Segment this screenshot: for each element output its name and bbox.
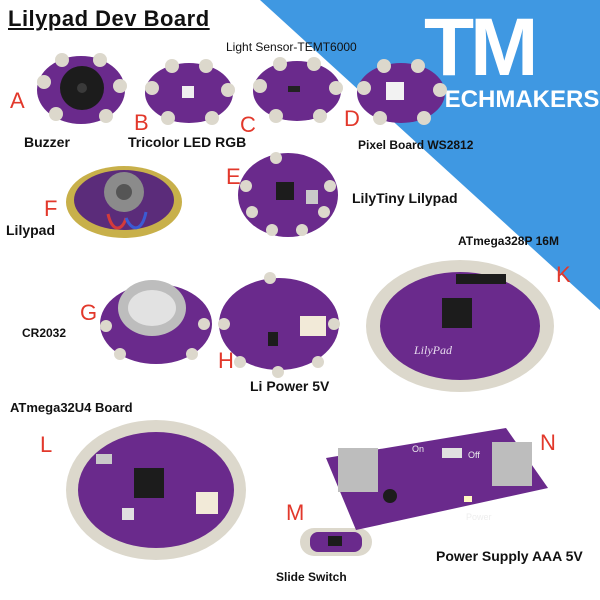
light-sensor-board bbox=[253, 57, 343, 123]
label-cr2032: CR2032 bbox=[22, 326, 67, 340]
label-li-power: Li Power 5V bbox=[250, 378, 330, 394]
label-letter-g: G bbox=[80, 300, 98, 325]
cr2032-board bbox=[100, 280, 212, 364]
label-slide-switch: Slide Switch bbox=[276, 570, 347, 584]
brand-logo-mark: TM bbox=[424, 2, 538, 93]
label-atmega328p: ATmega328P 16M bbox=[458, 234, 559, 248]
li-power-board bbox=[218, 272, 340, 378]
lilypad-silkscreen: LilyPad bbox=[413, 343, 453, 357]
pixel-board bbox=[357, 59, 447, 125]
label-lilytiny: LilyTiny Lilypad bbox=[352, 190, 458, 206]
label-letter-h: H bbox=[218, 348, 234, 373]
off-silkscreen: Off bbox=[468, 450, 480, 460]
slide-switch-board bbox=[300, 528, 372, 556]
atmega32u4-board bbox=[66, 420, 246, 560]
label-atmega32u4: ATmega32U4 Board bbox=[10, 400, 133, 415]
label-letter-m: M bbox=[286, 500, 305, 525]
label-letter-c: C bbox=[240, 112, 256, 137]
power-silkscreen: Power bbox=[466, 512, 492, 522]
label-power-supply: Power Supply AAA 5V bbox=[436, 548, 583, 564]
label-tricolor-led: Tricolor LED RGB bbox=[128, 134, 247, 150]
label-buzzer: Buzzer bbox=[24, 134, 70, 150]
label-letter-a: A bbox=[10, 88, 25, 113]
lilytiny-board bbox=[238, 152, 338, 237]
atmega328p-board: LilyPad bbox=[366, 260, 554, 392]
label-letter-e: E bbox=[226, 164, 241, 189]
page-title: Lilypad Dev Board bbox=[8, 6, 210, 31]
brand-name: TECHMAKERS bbox=[430, 86, 600, 113]
label-letter-f: F bbox=[44, 196, 58, 221]
rgb-led-board bbox=[145, 59, 235, 125]
label-letter-n: N bbox=[540, 430, 556, 455]
aaa-power-board: On Off Power bbox=[326, 428, 548, 530]
lilypad-vibe-board bbox=[66, 166, 182, 238]
label-pixel-board: Pixel Board WS2812 bbox=[358, 138, 474, 152]
label-letter-b: B bbox=[134, 110, 149, 135]
label-lilypad: Lilypad bbox=[6, 222, 56, 238]
buzzer-board bbox=[37, 53, 127, 124]
on-silkscreen: On bbox=[412, 444, 424, 454]
label-letter-k: K bbox=[556, 262, 571, 287]
label-light-sensor: Light Sensor-TEMT6000 bbox=[226, 40, 357, 54]
label-letter-d: D bbox=[344, 106, 360, 131]
label-letter-l: L bbox=[40, 432, 53, 457]
